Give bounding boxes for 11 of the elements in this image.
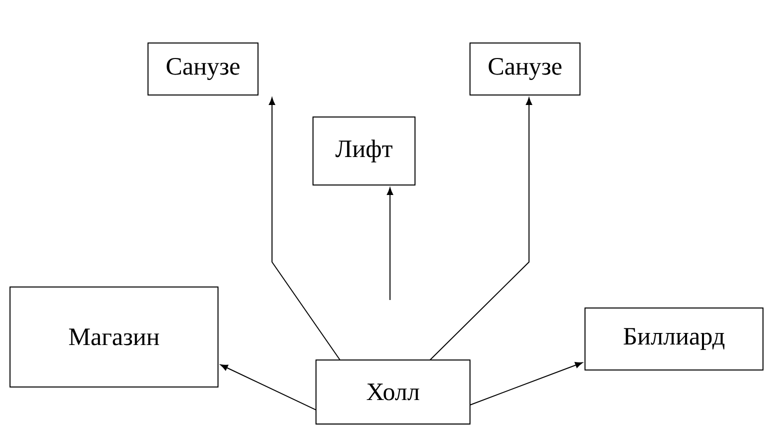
arrow	[268, 97, 340, 360]
room-box: Магазин	[10, 286, 218, 388]
room-box: Холл	[316, 359, 470, 424]
room-box: Биллиард	[584, 307, 764, 370]
arrow	[470, 362, 583, 406]
arrow	[430, 97, 532, 360]
arrow	[220, 364, 316, 410]
arrow	[386, 187, 394, 300]
room-box: Лифт	[312, 116, 416, 186]
room-box: Санузе	[148, 42, 258, 96]
room-box: Санузе	[470, 42, 580, 96]
